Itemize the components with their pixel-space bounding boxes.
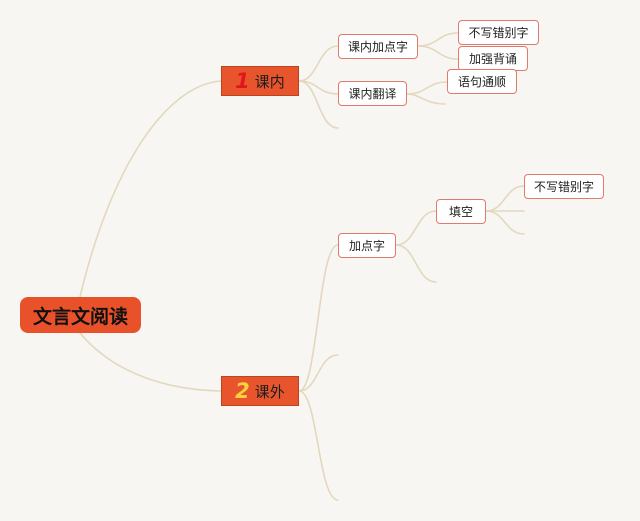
connector-keneijiadianzi-to-jiaqiang: [417, 45, 459, 60]
branch-label-kewai: 课外: [254, 382, 285, 401]
node-tiankong[interactable]: 填空: [436, 199, 486, 224]
root-label: 文言文阅读: [32, 305, 128, 328]
connector-keneijiadianzi-to-buxie: [417, 32, 459, 47]
branch-node-kewai[interactable]: 2 课外: [221, 376, 299, 406]
node-label: 语句通顺: [458, 75, 507, 89]
node-label: 加点字: [349, 239, 386, 253]
connector-root-to-branch1: [79, 80, 222, 298]
branch-number-1: 1: [235, 69, 250, 93]
branch-number-2: 2: [235, 379, 250, 403]
connector-root-to-branch2: [79, 332, 222, 392]
node-label: 加强背诵: [469, 52, 518, 66]
connector-jiadianzi-empty: [395, 244, 437, 283]
connector-branch2-empty-2: [298, 390, 339, 501]
connector-tiankong-empty-2: [485, 210, 525, 235]
branch-node-kenei[interactable]: 1 课内: [221, 66, 299, 96]
node-jiadianzi[interactable]: 加点字: [338, 233, 396, 258]
node-keneifanyi[interactable]: 课内翻译: [338, 81, 407, 106]
node-label: 不写错别字: [534, 180, 595, 194]
node-label: 不写错别字: [468, 26, 529, 40]
connector-branch2-empty-1: [298, 354, 339, 392]
node-label: 课内加点字: [348, 40, 409, 54]
connector-branch1-empty: [298, 80, 339, 129]
node-label: 填空: [448, 205, 473, 219]
root-node[interactable]: 文言文阅读: [20, 297, 141, 333]
node-buxiecuobiezi-2[interactable]: 不写错别字: [524, 174, 604, 199]
connector-keneifanyi-to-yuju: [406, 81, 448, 95]
connector-branch2-to-jiadianzi: [298, 244, 339, 392]
node-yujutongshun[interactable]: 语句通顺: [447, 69, 517, 94]
node-jiaqiangbeisong[interactable]: 加强背诵: [458, 46, 528, 71]
node-keneijiadianzi[interactable]: 课内加点字: [338, 34, 418, 59]
node-label: 课内翻译: [348, 87, 397, 101]
connector-jiadianzi-to-tiankong: [395, 210, 437, 246]
node-buxiecuobiezi-1[interactable]: 不写错别字: [458, 20, 539, 45]
connector-branch1-to-keneijiadianzi: [298, 45, 339, 82]
connector-keneifanyi-empty: [406, 93, 446, 105]
branch-label-kenei: 课内: [254, 72, 285, 91]
connector-tiankong-to-buxie: [485, 185, 525, 212]
